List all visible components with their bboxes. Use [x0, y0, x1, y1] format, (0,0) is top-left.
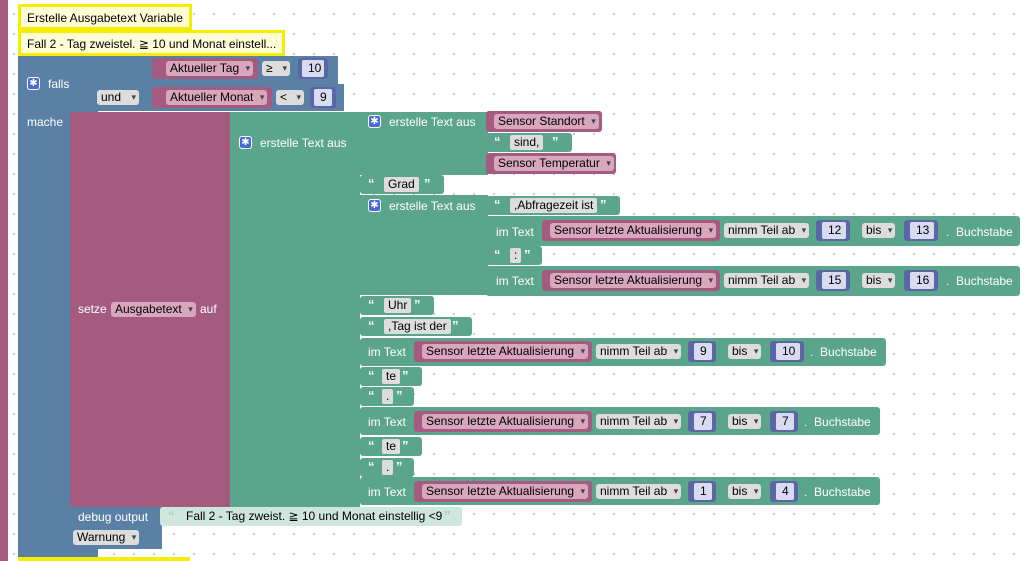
- set-variable-dropdown[interactable]: Ausgabetext: [111, 302, 196, 317]
- string-uhr-value[interactable]: Uhr: [384, 298, 412, 313]
- sub5-op-dropdown[interactable]: nimm Teil ab: [596, 484, 682, 499]
- comment-title[interactable]: Erstelle Ausgabetext Variable: [18, 4, 192, 30]
- do-keyword: mache: [27, 115, 64, 129]
- create-text-block[interactable]: [230, 112, 360, 507]
- next-comment-edge: [18, 557, 190, 561]
- sub1-from-value[interactable]: 12: [822, 222, 846, 239]
- sub5-var-dropdown[interactable]: Sensor letzte Aktualisierung: [422, 484, 589, 499]
- sub2-mid-dropdown[interactable]: bis: [862, 273, 896, 288]
- string-abfragezeit-block[interactable]: “ ,Abfragezeit ist ”: [486, 196, 620, 215]
- sub2-suffix: . Buchstabe: [946, 274, 1013, 288]
- sub5-from-value[interactable]: 1: [694, 483, 712, 500]
- sub2-from-value[interactable]: 15: [822, 272, 846, 289]
- string-te-value-1[interactable]: te: [382, 369, 401, 384]
- sub3-prefix: im Text: [368, 345, 406, 359]
- inner1-label: erstelle Text aus: [389, 115, 476, 129]
- sub2-prefix: im Text: [496, 274, 534, 288]
- sub3-op-dropdown[interactable]: nimm Teil ab: [596, 344, 682, 359]
- string-uhr-block[interactable]: “ Uhr ”: [360, 296, 434, 315]
- string-abfragezeit-value[interactable]: ,Abfragezeit ist: [510, 198, 598, 213]
- set-prefix: setze: [78, 302, 107, 316]
- create-text-label: erstelle Text aus: [260, 136, 347, 150]
- op1-dropdown[interactable]: ≥: [262, 61, 290, 76]
- debug-label: debug output: [78, 510, 149, 524]
- num-value-9[interactable]: 9: [314, 89, 332, 106]
- string-tag-value[interactable]: ,Tag ist der: [384, 319, 451, 334]
- var-aktueller-monat-dropdown[interactable]: Aktueller Monat: [166, 90, 268, 105]
- inner1-gear-icon[interactable]: ✱: [368, 115, 381, 128]
- sub4-prefix: im Text: [368, 415, 406, 429]
- sensor-standort-dropdown[interactable]: Sensor Standort: [494, 114, 599, 129]
- sub3-suffix: . Buchstabe: [810, 345, 877, 359]
- inner-create-text-1[interactable]: [360, 112, 488, 175]
- if-gear-icon[interactable]: ✱: [27, 77, 40, 90]
- string-dot-value-2[interactable]: .: [382, 460, 394, 475]
- sub1-to-value[interactable]: 13: [910, 222, 934, 239]
- string-dot-block-1[interactable]: “ . ”: [360, 387, 414, 406]
- sub1-var-dropdown[interactable]: Sensor letzte Aktualisierung: [550, 223, 717, 238]
- op2-dropdown[interactable]: <: [276, 90, 304, 105]
- sub1-mid-dropdown[interactable]: bis: [862, 223, 896, 238]
- num-value-10[interactable]: 10: [302, 60, 324, 77]
- sub5-to-value[interactable]: 4: [776, 483, 794, 500]
- sub4-to-value[interactable]: 7: [776, 413, 794, 430]
- sub2-var-dropdown[interactable]: Sensor letzte Aktualisierung: [550, 273, 717, 288]
- string-grad-block[interactable]: “ Grad ”: [360, 175, 444, 194]
- sub4-var-dropdown[interactable]: Sensor letzte Aktualisierung: [422, 414, 589, 429]
- debug-text-block[interactable]: “ Fall 2 - Tag zweist. ≧ 10 und Monat ei…: [160, 507, 462, 526]
- string-tag-block[interactable]: “ ,Tag ist der ”: [360, 317, 472, 336]
- sub1-op-dropdown[interactable]: nimm Teil ab: [724, 223, 810, 238]
- outer-event-block: [0, 0, 8, 561]
- string-dot-value-1[interactable]: .: [382, 389, 394, 404]
- debug-text-value[interactable]: Fall 2 - Tag zweist. ≧ 10 und Monat eins…: [182, 509, 447, 524]
- sub3-mid-dropdown[interactable]: bis: [728, 344, 762, 359]
- string-te-block-1[interactable]: “ te ”: [360, 367, 422, 386]
- join-dropdown[interactable]: und: [97, 90, 139, 105]
- string-colon-value-1[interactable]: :: [510, 248, 522, 263]
- sub4-mid-dropdown[interactable]: bis: [728, 414, 762, 429]
- comment-case[interactable]: Fall 2 - Tag zweistel. ≧ 10 und Monat ei…: [18, 30, 286, 56]
- string-te-block-2[interactable]: “ te ”: [360, 437, 422, 456]
- var-aktueller-tag-dropdown[interactable]: Aktueller Tag: [166, 61, 254, 76]
- sub3-from-value[interactable]: 9: [694, 343, 712, 360]
- set-suffix: auf: [200, 302, 217, 316]
- if-keyword: falls: [48, 77, 70, 91]
- sub4-suffix: . Buchstabe: [804, 415, 871, 429]
- sub5-suffix: . Buchstabe: [804, 485, 871, 499]
- inner2-label: erstelle Text aus: [389, 199, 476, 213]
- debug-level-dropdown[interactable]: Warnung: [73, 530, 140, 545]
- sub5-mid-dropdown[interactable]: bis: [728, 484, 762, 499]
- string-colon-block-1[interactable]: “ : ”: [486, 246, 542, 265]
- string-sind-value[interactable]: sind,: [510, 135, 544, 150]
- string-dot-block-2[interactable]: “ . ”: [360, 458, 414, 477]
- inner2-gear-icon[interactable]: ✱: [368, 199, 381, 212]
- sub5-prefix: im Text: [368, 485, 406, 499]
- sensor-temperatur-dropdown[interactable]: Sensor Temperatur: [494, 156, 614, 171]
- sub4-op-dropdown[interactable]: nimm Teil ab: [596, 414, 682, 429]
- sub3-var-dropdown[interactable]: Sensor letzte Aktualisierung: [422, 344, 589, 359]
- string-grad-value[interactable]: Grad: [384, 177, 419, 192]
- sub2-to-value[interactable]: 16: [910, 272, 934, 289]
- string-sind-block[interactable]: “ sind, ”: [486, 133, 572, 152]
- sub3-to-value[interactable]: 10: [776, 343, 800, 360]
- sub1-suffix: . Buchstabe: [946, 225, 1013, 239]
- inner-create-text-2[interactable]: [360, 195, 488, 295]
- create-text-gear-icon[interactable]: ✱: [239, 136, 252, 149]
- sub1-prefix: im Text: [496, 225, 534, 239]
- sub2-op-dropdown[interactable]: nimm Teil ab: [724, 273, 810, 288]
- sub4-from-value[interactable]: 7: [694, 413, 712, 430]
- string-te-value-2[interactable]: te: [382, 439, 401, 454]
